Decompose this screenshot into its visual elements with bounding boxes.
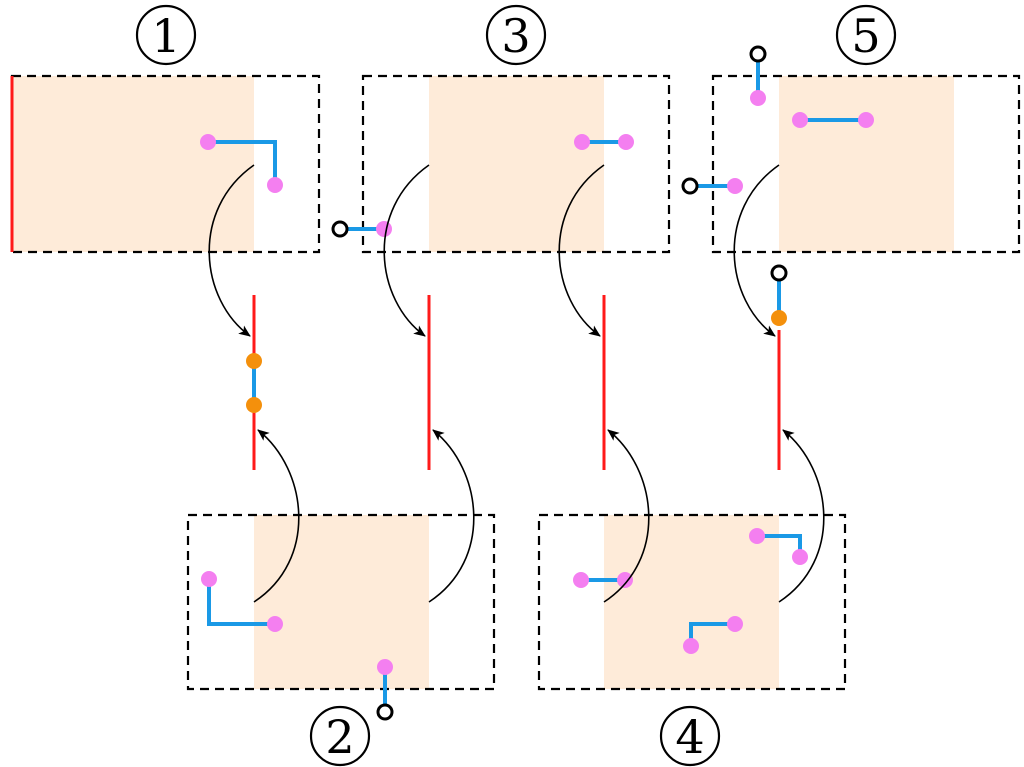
vertex-dot: [618, 134, 634, 150]
vertex-dot: [792, 112, 808, 128]
shaded-region: [254, 515, 429, 689]
panel-frame: [361, 74, 671, 254]
terminal-node: [376, 703, 394, 721]
panel-number: 5: [835, 4, 897, 66]
vertex-dot: [201, 571, 217, 587]
panel-2: 2: [186, 513, 496, 767]
vertex-dot: [683, 638, 699, 654]
shaded-region: [604, 515, 779, 689]
arrow-4-to-d: [778, 429, 825, 603]
vertex-dot: [749, 528, 765, 544]
arrow-1-to-a: [208, 164, 255, 337]
vertex-dot: [858, 112, 874, 128]
vertex-dot: [792, 549, 808, 565]
contact-dot: [771, 310, 787, 326]
vertex-dot: [727, 616, 743, 632]
terminal-node: [770, 264, 788, 282]
mapping-arrows: [208, 164, 825, 603]
panel-3: 3: [331, 4, 671, 254]
shaded-region: [12, 76, 254, 252]
vertex-dot: [376, 221, 392, 237]
panel-number: 1: [135, 4, 197, 66]
vertex-dot: [377, 659, 393, 675]
panel-number: 2: [309, 705, 371, 767]
panel-number-label: 4: [675, 710, 704, 764]
contact-dot: [246, 353, 262, 369]
vertex-dot: [267, 177, 283, 193]
panel-frame: [537, 513, 847, 691]
panel-number: 3: [485, 4, 547, 66]
panel-number-label: 5: [851, 9, 880, 63]
number-ring: [659, 705, 721, 767]
boundary-lines: [246, 264, 788, 470]
number-ring: [309, 705, 371, 767]
number-ring: [135, 4, 197, 66]
shaded-region: [429, 76, 604, 252]
arrow-2-to-a: [253, 429, 300, 603]
panel-number-label: 1: [151, 9, 180, 63]
vertex-dot: [573, 572, 589, 588]
vertex-dot: [267, 616, 283, 632]
arrow-5-to-d: [733, 164, 780, 337]
panel-5: 5: [681, 4, 1021, 254]
vertex-dot: [727, 178, 743, 194]
terminal-node: [681, 177, 699, 195]
contact-dot: [246, 397, 262, 413]
edge-path: [207, 579, 275, 626]
panel-frame: [711, 74, 1021, 254]
arrow-2-to-b: [428, 429, 475, 603]
edge-path: [208, 140, 277, 185]
panel-number-label: 3: [501, 9, 530, 63]
vertex-dot: [750, 90, 766, 106]
terminal-node: [749, 45, 767, 63]
vertex-dot: [574, 134, 590, 150]
vertex-dot: [200, 134, 216, 150]
panel-1: 1: [10, 4, 321, 254]
arrow-3-to-c: [558, 164, 605, 337]
number-ring: [835, 4, 897, 66]
panel-frame: [186, 513, 496, 691]
arrow-3-to-b: [383, 164, 430, 337]
vertex-dot: [617, 572, 633, 588]
number-ring: [485, 4, 547, 66]
arrow-4-to-c: [603, 429, 650, 603]
panel-4: 4: [537, 513, 847, 767]
panel-number: 4: [659, 705, 721, 767]
panel-number-label: 2: [325, 710, 354, 764]
terminal-node: [331, 220, 349, 238]
shaded-region: [779, 76, 954, 252]
